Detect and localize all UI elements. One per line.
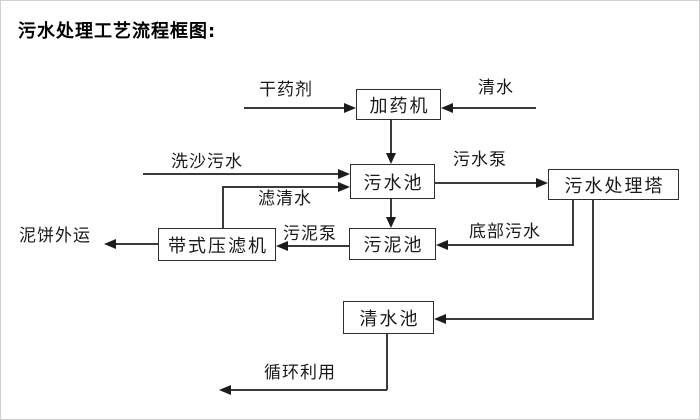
arrowhead-left-into-dosing-machine [441, 103, 453, 113]
edge-label-dry-chemical: 干药剂 [259, 80, 313, 100]
edge-label-sewage-pump: 污水泵 [453, 150, 507, 170]
edge-label-sand-washing-sewage: 洗沙污水 [171, 152, 243, 172]
line-bottom-sewage-horizontal [448, 244, 574, 246]
arrowhead-left-into-clean-water-pool [434, 314, 446, 324]
node-sludge-pool: 污泥池 [349, 228, 436, 260]
arrowhead-left-into-sludge-pool [436, 240, 448, 250]
page-title: 污水处理工艺流程框图: [18, 21, 217, 42]
edge-label-bottom-sewage: 底部污水 [469, 222, 541, 242]
node-belt-filter-press: 带式压滤机 [158, 228, 276, 261]
edge-label-clean-water: 清水 [478, 78, 514, 98]
line-recycle-vertical [386, 334, 388, 390]
arrowhead-down-into-sewage-pool [386, 153, 396, 164]
node-treatment-tower: 污水处理塔 [548, 169, 679, 200]
node-clean-water-pool: 清水池 [343, 301, 434, 334]
edge-label-sludge-pump: 污泥泵 [283, 224, 337, 244]
arrowhead-right-into-dosing-machine [344, 103, 356, 113]
arrowhead-left-recycle-use [219, 385, 231, 395]
edge-label-mud-cake-out: 泥饼外运 [19, 226, 91, 246]
line-sewage-pool-to-sludge-pool [390, 199, 392, 218]
node-dosing-machine: 加药机 [356, 89, 441, 120]
line-sewage-pump [435, 182, 536, 184]
line-filtered-water-horizontal [222, 186, 339, 188]
arrowhead-right-filtered-water-into-sewage-pool [338, 182, 350, 192]
arrowhead-right-sand-washing-into-sewage-pool [338, 169, 350, 179]
arrowhead-left-into-belt-filter-press [276, 241, 288, 251]
line-clean-water [451, 107, 536, 109]
line-tower-to-clean-pool-horizontal [446, 318, 594, 320]
line-bottom-sewage-vertical [572, 200, 574, 245]
arrowhead-down-into-sludge-pool [386, 217, 396, 228]
edge-label-recycle-use: 循环利用 [264, 363, 336, 383]
line-sludge-pump [288, 245, 349, 247]
line-tower-to-clean-pool-vertical [592, 200, 594, 319]
line-filtered-water-vertical [222, 186, 224, 228]
line-recycle-horizontal [231, 389, 387, 391]
line-dosing-to-sewage-pool [390, 120, 392, 154]
edge-label-filtered-water: 滤清水 [258, 189, 312, 209]
line-mud-cake-out [116, 243, 158, 245]
arrowhead-left-mud-cake-out [104, 239, 116, 249]
arrowhead-right-into-treatment-tower [536, 178, 548, 188]
line-sand-washing-sewage [143, 173, 339, 175]
node-sewage-pool: 污水池 [350, 164, 435, 199]
line-dry-chemical [244, 107, 346, 109]
